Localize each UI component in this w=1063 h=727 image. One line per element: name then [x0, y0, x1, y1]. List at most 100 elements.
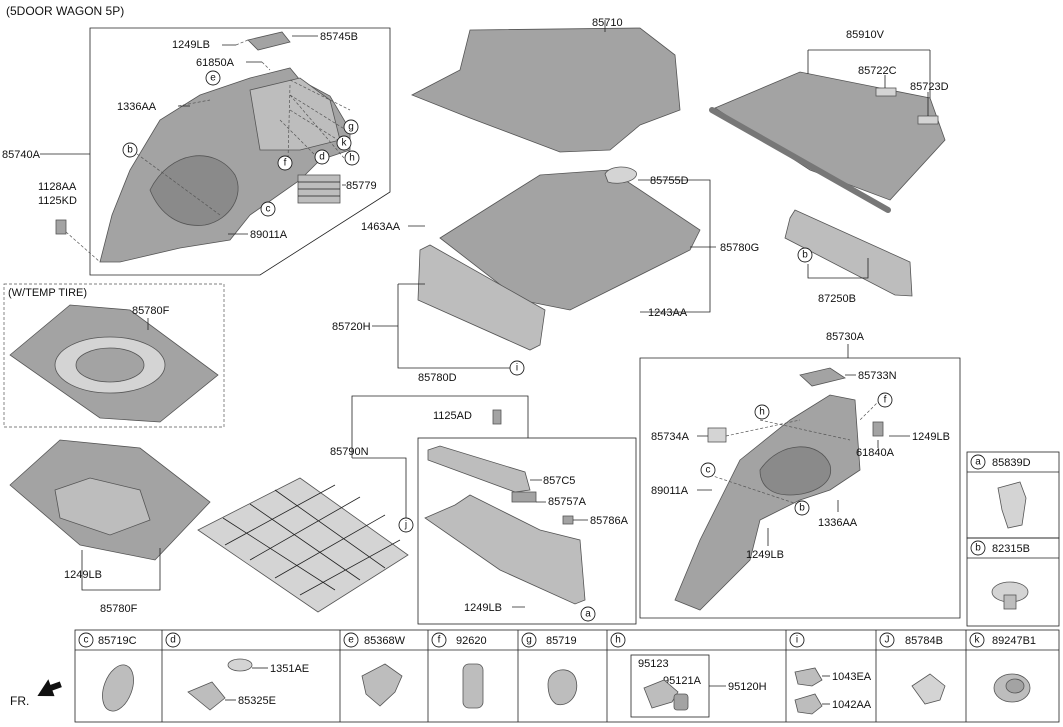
label-85790n: 85790N — [330, 446, 369, 458]
left-quarter-trim-part — [99, 67, 351, 263]
partition-assembly-box — [417, 437, 637, 625]
svg-text:a: a — [585, 609, 591, 620]
label-85733n: 85733N — [858, 370, 897, 382]
legend-cell-i: i 1043EA 1042AA — [789, 632, 872, 715]
legend-part-a: 85839D — [992, 457, 1031, 469]
callout-f-right: f — [877, 392, 893, 408]
svg-text:d: d — [170, 635, 176, 646]
nut-85325e-icon — [187, 681, 226, 711]
label-85755d: 85755D — [650, 175, 689, 187]
label-85730a: 85730A — [826, 331, 865, 343]
label-85779: 85779 — [346, 180, 377, 192]
legend-part-j: 85784B — [905, 635, 943, 647]
callout-e-left: e — [205, 70, 221, 86]
legend-sub-85325e: 85325E — [238, 695, 276, 707]
svg-text:g: g — [348, 122, 354, 133]
label-85745b: 85745B — [320, 31, 358, 43]
label-1249lb-partition: 1249LB — [464, 602, 502, 614]
svg-text:h: h — [349, 153, 355, 164]
luggage-board-85710-part — [411, 27, 681, 153]
svg-text:a: a — [975, 457, 981, 468]
legend-cell-h: h 95123 95121A 95120H — [610, 632, 767, 718]
legend-sub-1351ae: 1351AE — [270, 663, 309, 675]
label-1249lb-tray: 1249LB — [64, 569, 102, 581]
svg-text:i: i — [796, 635, 798, 646]
callout-c-right: c — [700, 462, 716, 478]
svg-text:f: f — [884, 395, 887, 406]
scuff-plate-87250b-part — [784, 209, 913, 297]
legend-part-f: 92620 — [456, 635, 487, 647]
label-1125kd: 1125KD — [38, 195, 77, 207]
legend-cell-g: g 85719 — [521, 632, 578, 706]
legend-row — [74, 629, 1060, 723]
legend-cell-a: a 85839D — [966, 451, 1060, 539]
svg-text:J: J — [885, 635, 890, 646]
hook-85368w-icon — [361, 663, 403, 707]
legend-sub-1043ea: 1043EA — [832, 671, 872, 683]
callout-h-left: h — [344, 150, 360, 166]
legend-cell-f: f 92620 — [431, 632, 487, 709]
cover-85734a-part — [707, 427, 727, 443]
clip-61840a-part — [872, 421, 884, 437]
washer-1351ae-icon — [227, 658, 253, 672]
label-85734a: 85734A — [651, 431, 690, 443]
callout-d-left: d — [314, 149, 330, 165]
legend-part-b: 82315B — [992, 543, 1030, 555]
label-89011a-right: 89011A — [651, 485, 689, 497]
callout-c-left: c — [260, 201, 276, 217]
hook-85784b-icon — [911, 673, 946, 705]
board-857c5-part — [427, 445, 531, 493]
svg-text:g: g — [526, 635, 532, 646]
label-1336aa-right: 1336AA — [818, 517, 858, 529]
label-85720h: 85720H — [332, 321, 371, 333]
callout-i-partition: i — [509, 360, 525, 376]
svg-text:k: k — [975, 635, 981, 646]
callout-f-left: f — [277, 155, 293, 171]
svg-text:j: j — [404, 520, 407, 531]
legend-cell-k: k 89247B1 — [969, 632, 1036, 703]
label-87250b: 87250B — [818, 293, 856, 305]
legend-part-k: 89247B1 — [992, 635, 1036, 647]
legend-sub-1042aa: 1042AA — [832, 699, 872, 711]
label-61840a: 61840A — [856, 447, 895, 459]
bulb-95121a-icon — [673, 693, 689, 711]
legend-sub-95121a: 95121A — [663, 675, 702, 687]
label-1336aa-left: 1336AA — [117, 101, 157, 113]
callout-j-net: j — [398, 517, 414, 533]
svg-text:e: e — [348, 635, 354, 646]
svg-text:b: b — [802, 250, 808, 261]
grommet-85719c-icon — [102, 664, 134, 712]
label-1249lb-left: 1249LB — [172, 39, 210, 51]
svg-text:f: f — [438, 635, 441, 646]
cover-85745b-part — [247, 31, 291, 51]
cover-85755d-part — [604, 166, 637, 184]
label-85780d: 85780D — [418, 372, 457, 384]
diagram-title: (5DOOR WAGON 5P) — [6, 4, 124, 18]
right-trim-box — [639, 357, 961, 619]
pad-85757a-part — [511, 491, 537, 503]
temp-tire-title: (W/TEMP TIRE) — [8, 287, 87, 299]
temp-tire-box — [3, 283, 225, 428]
legend-part-g: 85719 — [546, 635, 577, 647]
callout-h-right: h — [754, 404, 770, 420]
label-85722c: 85722C — [858, 65, 897, 77]
cover-85733n-part — [799, 367, 846, 387]
partition-85720h-part — [417, 244, 546, 351]
legend-cell-b: b 82315B — [966, 537, 1060, 627]
label-1463aa: 1463AA — [361, 221, 401, 233]
net-85779-lines — [298, 181, 340, 197]
label-85757a: 85757A — [548, 496, 587, 508]
label-89011a-left: 89011A — [250, 229, 288, 241]
label-857c5: 857C5 — [543, 475, 575, 487]
svg-text:e: e — [210, 73, 216, 84]
callout-b-scuff: b — [797, 247, 813, 263]
legend-cell-e: e 85368W — [343, 632, 406, 707]
callout-a-partition: a — [580, 606, 596, 622]
legend-cell-c: c 85719C — [78, 632, 137, 712]
svg-text:b: b — [127, 145, 133, 156]
svg-text:f: f — [284, 158, 287, 169]
clip-85839d-icon — [997, 481, 1027, 529]
callout-g-left: g — [343, 119, 359, 135]
clip-1043ea-icon — [794, 667, 823, 687]
